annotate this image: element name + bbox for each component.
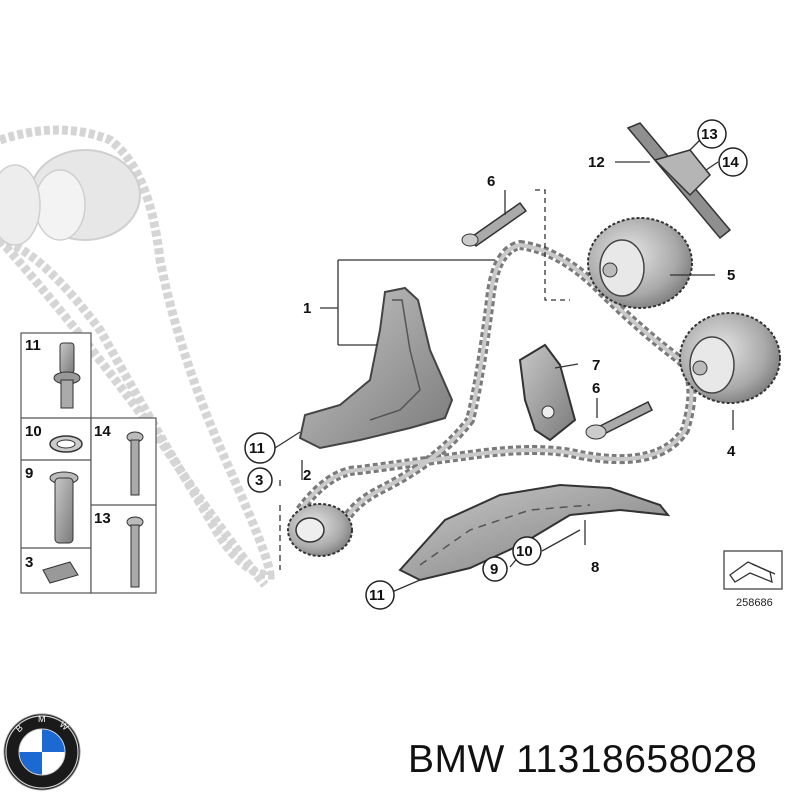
- chain-guide-upper: [298, 286, 454, 450]
- callout-9: 9: [490, 561, 498, 578]
- bolt-upper: [461, 201, 528, 248]
- camshaft-adjuster-upper: [587, 217, 693, 309]
- legend-9: 9: [25, 465, 33, 482]
- callout-7: 7: [592, 357, 600, 374]
- callout-3: 3: [255, 472, 263, 489]
- guide-rail-upper-right: [626, 122, 732, 240]
- legend-13: 13: [94, 510, 111, 527]
- tensioner-rail-lower: [398, 483, 671, 582]
- legend-14: 14: [94, 423, 111, 440]
- callout-4: 4: [727, 443, 736, 460]
- bmw-roundel-icon: B M W: [3, 713, 81, 791]
- callout-6b: 6: [592, 380, 600, 397]
- callout-11a: 11: [249, 440, 265, 457]
- callout-11b: 11: [369, 587, 385, 604]
- callout-8: 8: [591, 559, 599, 576]
- bolt-lower: [585, 400, 654, 440]
- chain-tensioner: [518, 343, 577, 442]
- crankshaft-sprocket: [287, 503, 353, 557]
- callout-13: 13: [701, 126, 718, 143]
- callout-2: 2: [303, 467, 311, 484]
- leader-lines: [274, 139, 734, 593]
- svg-text:M: M: [38, 714, 46, 724]
- part-number-label: BMW 11318658028: [408, 738, 758, 781]
- legend-10: 10: [25, 423, 42, 440]
- callout-labels: 1 6 12 5 7 6 4 2 8: [303, 154, 736, 576]
- reference-box: 258686: [723, 550, 783, 609]
- callout-12: 12: [588, 154, 605, 171]
- circled-callout-labels: 13 14 11 3 10 9 11: [249, 126, 739, 604]
- legend-3: 3: [25, 554, 33, 571]
- callout-5: 5: [727, 267, 735, 284]
- callout-6a: 6: [487, 173, 495, 190]
- legend-11: 11: [25, 337, 41, 354]
- circled-callouts: [244, 119, 748, 610]
- svg-text:B: B: [14, 723, 25, 735]
- parts-legend-table: 11 10 9 3 14 13: [20, 332, 157, 594]
- callout-14: 14: [722, 154, 739, 171]
- callout-10: 10: [516, 543, 533, 560]
- reference-number: 258686: [736, 597, 773, 609]
- callout-1: 1: [303, 300, 311, 317]
- camshaft-adjuster-lower: [679, 312, 781, 404]
